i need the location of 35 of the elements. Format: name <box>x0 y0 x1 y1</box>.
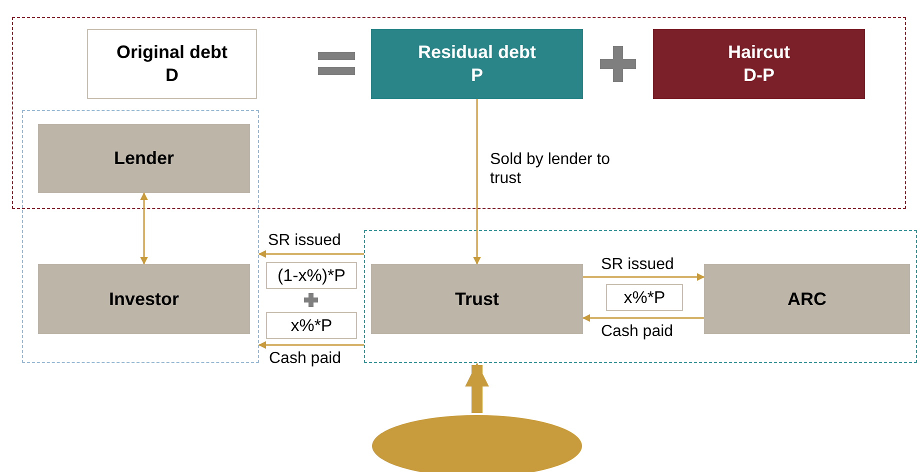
value-box <box>266 262 357 289</box>
box-title: x%*P <box>290 315 332 337</box>
arrow <box>583 273 705 281</box>
box-title: (1-x%)*P <box>277 265 346 287</box>
arrow <box>140 192 148 265</box>
dashed-region <box>364 230 917 363</box>
process-box <box>653 29 865 99</box>
process-box <box>38 124 250 193</box>
value-box <box>266 312 357 339</box>
arrow <box>473 99 481 265</box>
box-value: P <box>470 64 483 87</box>
dashed-region <box>12 17 906 209</box>
box-title: Residual debt <box>418 41 536 64</box>
dashed-region <box>22 110 259 363</box>
arrow <box>465 362 489 413</box>
process-box <box>38 264 250 334</box>
box-title: x%*P <box>624 287 666 309</box>
arrow <box>582 314 704 322</box>
process-box <box>371 264 583 334</box>
box-value: D <box>166 64 178 87</box>
process-box <box>371 29 583 99</box>
box-title: Original debt <box>116 41 228 64</box>
box-title: Trust <box>454 288 499 310</box>
box-value: D-P <box>744 64 774 87</box>
arrow <box>258 250 364 258</box>
arrow <box>258 341 364 349</box>
box-title: Investor <box>108 288 180 310</box>
box-title: Lender <box>114 147 174 170</box>
box-title: ARC <box>788 288 826 310</box>
edge-label: Cash paid <box>269 349 342 368</box>
edge-label: Cash paid <box>601 322 674 341</box>
process-box <box>704 264 910 334</box>
value-box <box>606 284 683 311</box>
process-box <box>87 29 257 99</box>
box-title: Haircut <box>728 41 790 64</box>
